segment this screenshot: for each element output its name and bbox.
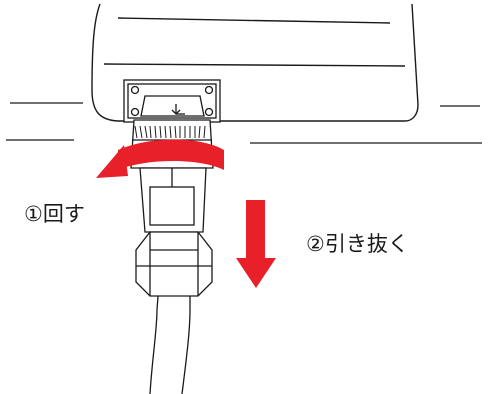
step-1-label: ①回す xyxy=(24,202,85,226)
receptacle xyxy=(140,95,205,117)
hex-nut xyxy=(135,231,213,297)
step-2-label: ②引き抜く xyxy=(306,232,409,256)
device-housing xyxy=(91,3,419,122)
rotate-arrow-icon xyxy=(96,139,224,178)
down-arrow-icon xyxy=(236,200,276,288)
cable xyxy=(149,295,191,394)
plug-body xyxy=(139,167,207,233)
surface-lines xyxy=(6,102,482,144)
